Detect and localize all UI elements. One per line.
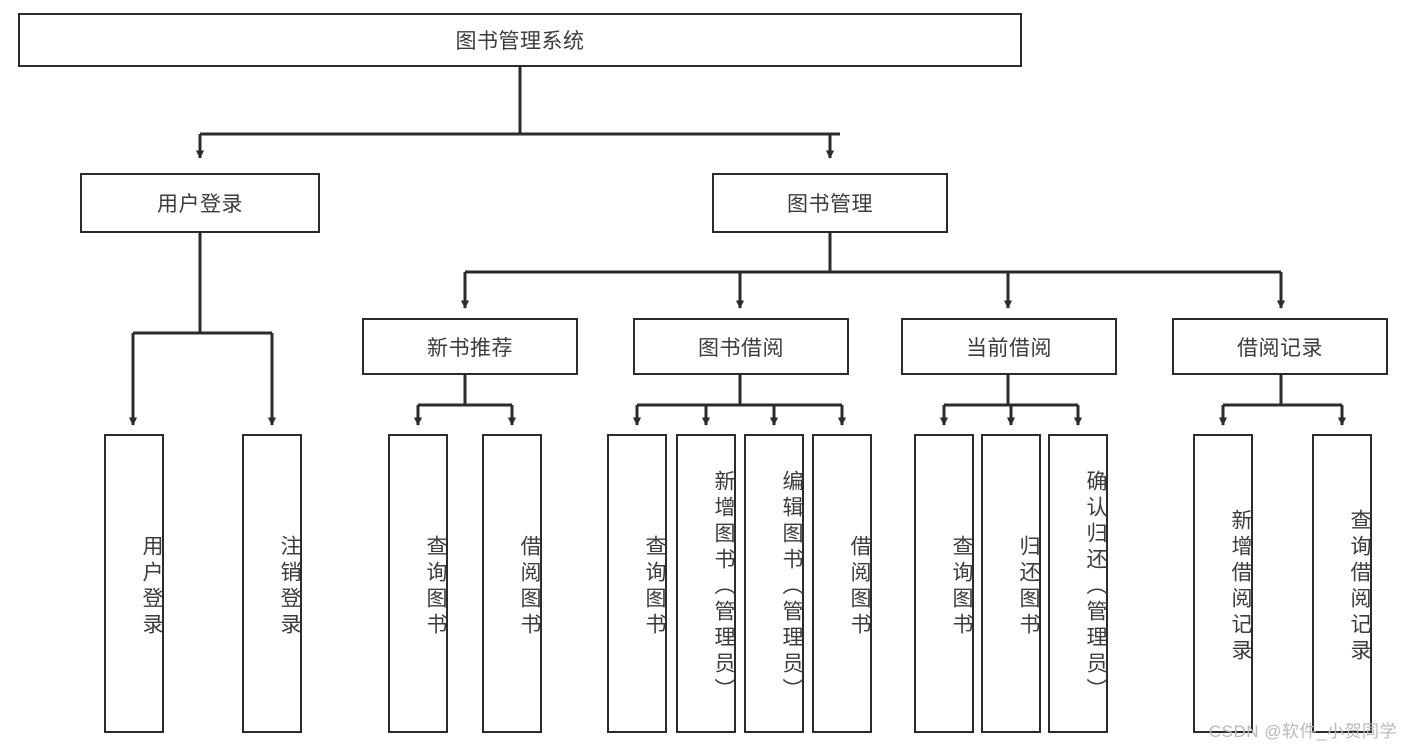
leaf-add-borrow-record[interactable]: 新增借阅记录: [1193, 434, 1253, 733]
leaf-user-login[interactable]: 用户登录: [104, 434, 164, 733]
node-root[interactable]: 图书管理系统: [18, 13, 1022, 67]
leaf-query-borrow-record[interactable]: 查询借阅记录: [1312, 434, 1372, 733]
leaf-edit-book[interactable]: 编辑图书（管理员）: [744, 434, 804, 733]
leaf-query-book-current[interactable]: 查询图书: [914, 434, 974, 733]
node-user-login[interactable]: 用户登录: [80, 173, 320, 233]
leaf-return-book[interactable]: 归还图书: [981, 434, 1041, 733]
leaf-add-book[interactable]: 新增图书（管理员）: [676, 434, 736, 733]
node-new-book-recommend[interactable]: 新书推荐: [362, 318, 578, 375]
leaf-borrow-book-recommend[interactable]: 借阅图书: [482, 434, 542, 733]
leaf-logout[interactable]: 注销登录: [242, 434, 302, 733]
node-borrow-record[interactable]: 借阅记录: [1172, 318, 1388, 375]
leaf-query-book-borrow[interactable]: 查询图书: [607, 434, 667, 733]
leaf-borrow-book[interactable]: 借阅图书: [812, 434, 872, 733]
node-book-manage[interactable]: 图书管理: [712, 173, 948, 233]
leaf-confirm-return[interactable]: 确认归还（管理员）: [1048, 434, 1108, 733]
node-book-borrow[interactable]: 图书借阅: [633, 318, 849, 375]
leaf-query-book-recommend[interactable]: 查询图书: [388, 434, 448, 733]
node-current-borrow[interactable]: 当前借阅: [901, 318, 1117, 375]
csdn-watermark: CSDN @软件_小贺同学: [1208, 722, 1397, 741]
